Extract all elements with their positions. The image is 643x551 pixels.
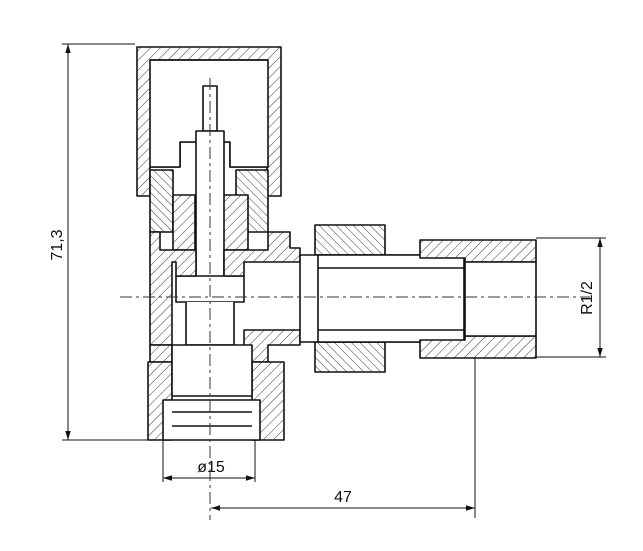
threaded-tail — [419, 239, 537, 359]
dimension-lines — [62, 43, 606, 518]
lower-nut — [147, 344, 285, 441]
height-dimension-label: 71,3 — [49, 229, 66, 260]
offset-dimension-label: 47 — [334, 489, 352, 506]
thread-dimension-label: R1/2 — [579, 281, 596, 315]
union-nut — [299, 224, 466, 373]
diameter-dimension-label: ø15 — [197, 459, 225, 476]
spindle — [175, 85, 245, 346]
center-lines — [120, 78, 590, 520]
